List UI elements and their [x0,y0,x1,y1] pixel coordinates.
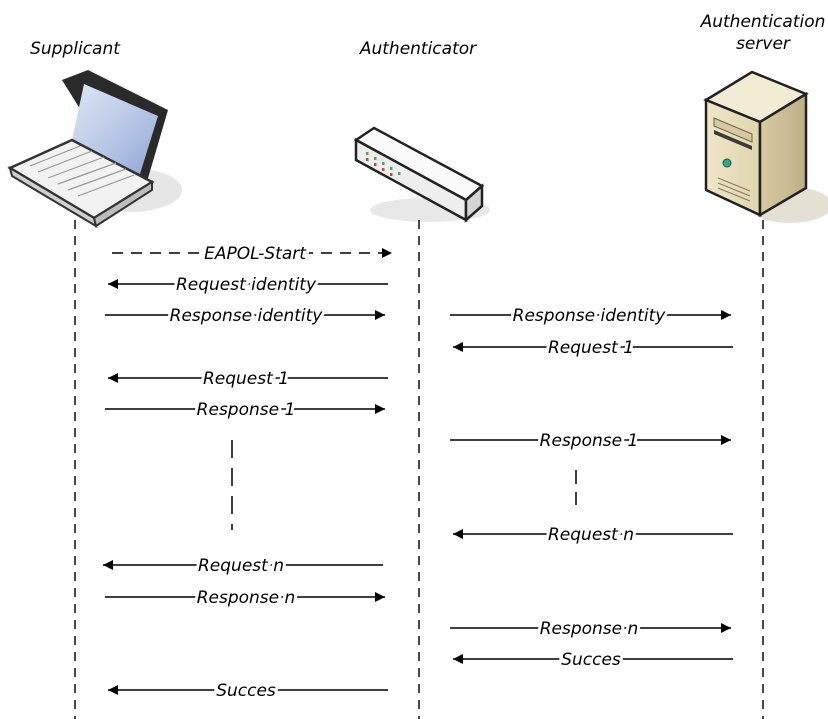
message-request-1-supplicant: Request 1 [108,366,388,392]
authenticator-title: Authenticator [359,39,477,59]
message-response-n-server: Response n [450,616,731,642]
message-response-identity-2: Response identity [450,303,731,329]
message-response-n-authenticator: Response n [105,585,385,611]
message-response-1-server: Response 1 [450,428,731,454]
message-label: Request n [198,556,284,576]
message-label: Response identity [513,306,667,326]
message-succes-server: Succes [453,647,733,673]
supplicant-title: Supplicant [30,39,121,59]
server-title-line1: Authentication [700,12,826,32]
message-request-n-supplicant: Request n [103,553,383,579]
message-response-1-authenticator: Response 1 [105,397,385,423]
message-request-1-server: Request 1 [453,335,733,361]
message-label: Request n [548,525,634,545]
server-tower-icon [703,70,828,223]
server-title-line2: server [736,34,791,54]
network-switch-icon [353,126,490,223]
message-response-identity-1: Response identity [105,303,385,329]
message-succes-supplicant: Succes [108,678,388,704]
message-label: Response n [540,619,639,639]
message-request-n-server: Request n [453,522,733,548]
message-label: EAPOL-Start [204,244,307,264]
message-label: Response 1 [540,431,639,451]
message-label: Request identity [176,275,317,295]
message-request-identity: Request identity [108,272,388,298]
message-label: Succes [561,650,621,670]
message-label: Response identity [170,306,324,326]
message-label: Request 1 [203,369,289,389]
message-eapol-start: EAPOL-Start [112,241,392,267]
message-label: Request 1 [548,338,634,358]
message-label: Response 1 [197,400,296,420]
laptop-icon [7,70,182,229]
message-label: Succes [216,681,276,701]
message-label: Response n [197,588,296,608]
